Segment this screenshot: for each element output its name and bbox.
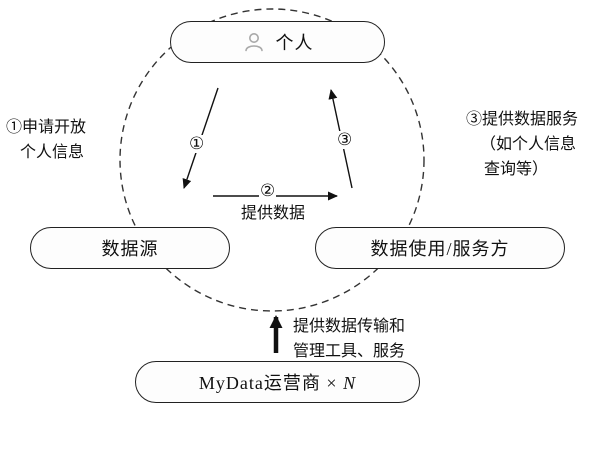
operator-label-prefix: MyData运营商 × — [198, 373, 344, 393]
node-data-user: 数据使用/服务方 — [315, 227, 565, 269]
step1-side-label-line2: 个人信息 — [20, 143, 85, 161]
node-person: 个人 — [170, 21, 385, 63]
step3-number-badge: ③ — [336, 130, 354, 150]
node-data-source: 数据源 — [30, 227, 230, 269]
operator-label-variable: N — [343, 373, 357, 393]
node-mydata-operator: MyData运营商 × N — [135, 361, 420, 403]
node-data-user-label: 数据使用/服务方 — [370, 239, 510, 259]
step2-number-badge: ② — [259, 181, 277, 201]
step1-side-label: ①申请开放 个人信息 — [6, 116, 86, 166]
step3-side-label: ③提供数据服务 （如个人信息 查询等） — [466, 108, 578, 182]
ecosystem-dashed-circle — [119, 8, 425, 312]
operator-arrow-label-line2: 管理工具、服务 — [293, 342, 406, 360]
node-data-source-label: 数据源 — [101, 239, 159, 259]
operator-arrow-label-line1: 提供数据传输和 — [293, 318, 406, 335]
node-person-label: 个人 — [275, 33, 314, 53]
step1-side-label-line1: ①申请开放 — [6, 119, 87, 136]
step3-side-label-line1: ③提供数据服务 — [466, 111, 579, 128]
step3-side-label-line3: 查询等） — [484, 160, 549, 178]
person-icon — [242, 30, 266, 54]
operator-arrow-label: 提供数据传输和 管理工具、服务 — [293, 315, 405, 365]
step2-label: 提供数据 — [240, 205, 305, 222]
step1-number-badge: ① — [188, 134, 206, 154]
step3-side-label-line2: （如个人信息 — [480, 135, 577, 153]
node-mydata-operator-label: MyData运营商 × N — [199, 369, 356, 395]
